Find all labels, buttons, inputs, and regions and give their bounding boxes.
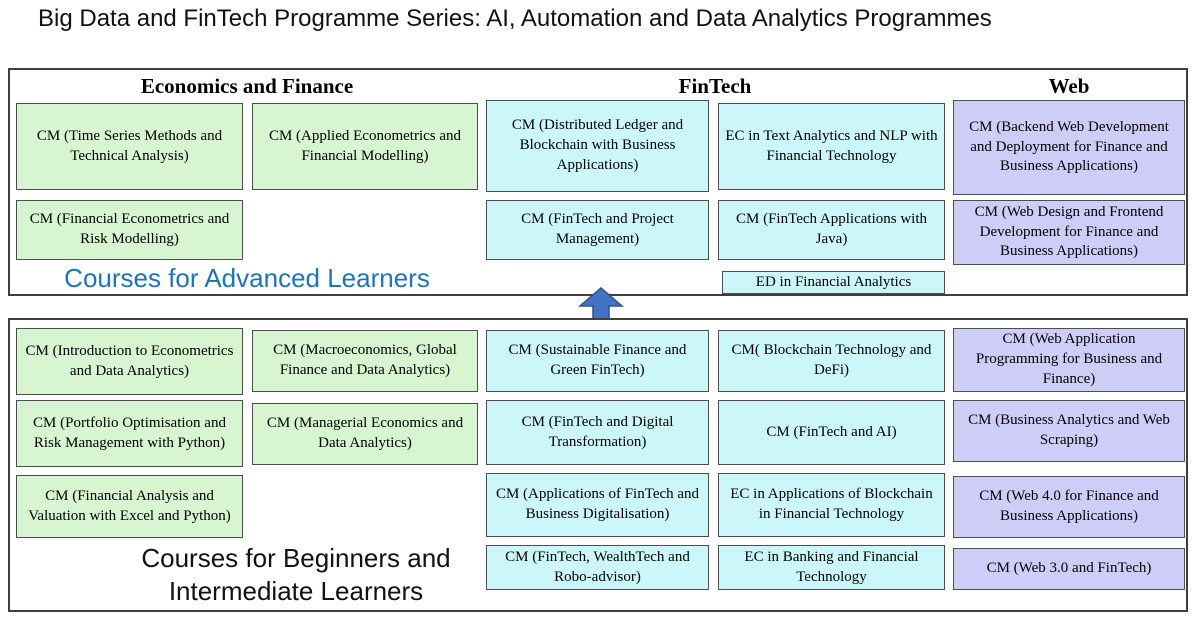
course-box: CM (Financial Analysis and Valuation wit… (16, 475, 243, 538)
course-box: CM (FinTech and Project Management) (486, 200, 709, 260)
beginner-learners-label: Courses for Beginners and Intermediate L… (141, 543, 451, 606)
course-box: CM (FinTech, WealthTech and Robo-advisor… (486, 545, 709, 590)
course-box: CM (Managerial Economics and Data Analyt… (252, 403, 478, 465)
course-box: CM (FinTech and Digital Transformation) (486, 400, 709, 465)
course-box: CM (Web Design and Frontend Development … (953, 200, 1185, 265)
course-box: CM (Portfolio Optimisation and Risk Mana… (16, 400, 243, 467)
course-box: CM (Introduction to Econometrics and Dat… (16, 328, 243, 395)
course-box: CM (Web 4.0 for Finance and Business App… (953, 476, 1185, 538)
page-title: Big Data and FinTech Programme Series: A… (38, 5, 992, 32)
column-header-web: Web (1048, 74, 1090, 98)
course-box: CM (Web 3.0 and FinTech) (953, 548, 1185, 590)
advanced-learners-label: Courses for Advanced Learners (64, 263, 430, 293)
course-box: CM (FinTech and AI) (718, 400, 945, 465)
course-box: EC in Banking and Financial Technology (718, 545, 945, 590)
course-box: CM (Distributed Ledger and Blockchain wi… (486, 100, 709, 192)
course-box: EC in Text Analytics and NLP with Financ… (718, 103, 945, 190)
course-box: CM (Business Analytics and Web Scraping) (953, 400, 1185, 462)
column-header-fintech: FinTech (678, 74, 752, 98)
course-box: CM (Applications of FinTech and Business… (486, 473, 709, 537)
course-box: EC in Applications of Blockchain in Fina… (718, 473, 945, 537)
course-box: ED in Financial Analytics (722, 271, 945, 294)
course-box: CM (Web Application Programming for Busi… (953, 328, 1185, 392)
column-header-economics: Economics and Finance (140, 74, 354, 98)
course-box: CM (Financial Econometrics and Risk Mode… (16, 200, 243, 260)
course-box: CM (Sustainable Finance and Green FinTec… (486, 330, 709, 392)
course-box: CM (Time Series Methods and Technical An… (16, 103, 243, 190)
course-box: CM (FinTech Applications with Java) (718, 200, 945, 260)
course-box: CM (Applied Econometrics and Financial M… (252, 103, 478, 190)
course-box: CM (Backend Web Development and Deployme… (953, 100, 1185, 195)
course-box: CM (Macroeconomics, Global Finance and D… (252, 330, 478, 392)
course-box: CM( Blockchain Technology and DeFi) (718, 330, 945, 392)
